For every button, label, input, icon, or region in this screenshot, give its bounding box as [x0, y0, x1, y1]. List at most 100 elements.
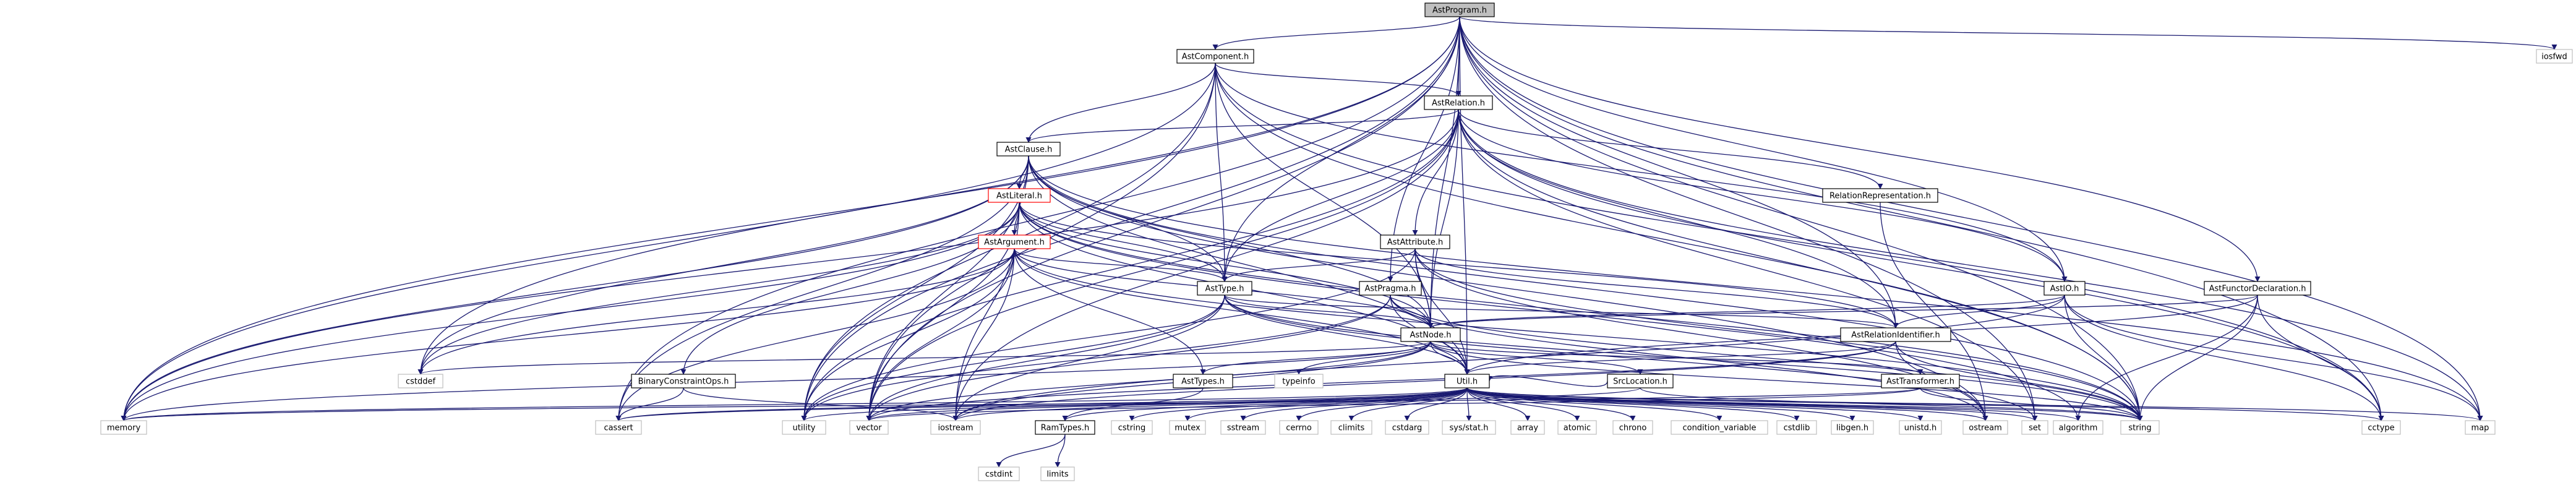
- node-label: string: [2128, 424, 2151, 433]
- node-component[interactable]: AstComponent.h: [1176, 49, 1254, 64]
- node-box: [1173, 374, 1233, 388]
- node-box: [1385, 420, 1429, 435]
- edge-transformer-to-vector: [866, 387, 1921, 421]
- node-box: [1612, 420, 1653, 435]
- node-cstdlib: cstdlib: [1776, 420, 1817, 435]
- node-ostream: ostream: [1962, 420, 2008, 435]
- edge-literal-to-cstddef: [417, 202, 1020, 375]
- edge-node-to-cstddef: [417, 341, 1431, 375]
- edge-attribute-to-utility: [801, 248, 1416, 421]
- node-typeinfo: typeinfo: [1274, 374, 1324, 388]
- node-box: [1962, 420, 2008, 435]
- node-pragma[interactable]: AstPragma.h: [1359, 281, 1422, 296]
- node-box: [1840, 327, 1951, 342]
- edge-io-to-node: [1427, 294, 2065, 328]
- edge-util-to-sysstat: [1466, 387, 1472, 421]
- node-box: [1035, 420, 1095, 435]
- edge-argument-to-type: [1014, 248, 1228, 282]
- node-label: typeinfo: [1282, 377, 1315, 387]
- node-label: iostream: [938, 424, 973, 433]
- edge-pragma-to-vector: [866, 294, 1391, 421]
- edge-util-to-map: [1466, 387, 2483, 421]
- node-label: cerrno: [1286, 424, 1312, 433]
- node-relrep[interactable]: RelationRepresentation.h: [1822, 188, 1938, 203]
- node-box: [1400, 327, 1461, 342]
- edge-io-to-string: [2064, 294, 2143, 421]
- node-label: mutex: [1175, 424, 1200, 433]
- node-box: [1881, 374, 1960, 388]
- edge-relation-to-string: [1458, 109, 2143, 421]
- node-box: [978, 466, 1020, 481]
- node-label: Util.h: [1457, 377, 1478, 387]
- node-label: cctype: [2368, 424, 2394, 433]
- node-argument[interactable]: AstArgument.h: [978, 234, 1051, 249]
- node-node[interactable]: AstNode.h: [1400, 327, 1461, 342]
- node-clause[interactable]: AstClause.h: [996, 142, 1061, 157]
- edge-functor-to-cctype: [2257, 294, 2384, 421]
- edge-clause-to-map: [1028, 155, 2483, 421]
- node-label: set: [2029, 424, 2041, 433]
- node-sstream: sstream: [1220, 420, 1266, 435]
- edge-ramtypes-to-limits: [1055, 434, 1066, 468]
- node-functor[interactable]: AstFunctorDeclaration.h: [2204, 281, 2311, 296]
- node-label: AstRelation.h: [1432, 99, 1485, 108]
- edge-util-to-vector: [866, 387, 1468, 421]
- edge-attribute-to-util: [1414, 248, 1470, 375]
- edge-util-to-chrono: [1466, 387, 1636, 421]
- node-srcloc[interactable]: SrcLocation.h: [1607, 374, 1674, 388]
- node-box: [1831, 420, 1874, 435]
- node-bco[interactable]: BinaryConstraintOps.h: [631, 374, 736, 388]
- node-relation[interactable]: AstRelation.h: [1424, 95, 1493, 110]
- node-literal[interactable]: AstLiteral.h: [988, 188, 1051, 203]
- edge-io-to-cctype: [2064, 294, 2384, 421]
- node-root[interactable]: AstProgram.h: [1424, 2, 1495, 17]
- edge-root-to-iosfwd: [1459, 16, 2557, 50]
- edge-util-to-iostream: [952, 387, 1468, 421]
- edge-util-to-string: [1466, 387, 2143, 421]
- node-cstddef: cstddef: [398, 374, 443, 388]
- node-types[interactable]: AstTypes.h: [1173, 374, 1233, 388]
- node-atomic: atomic: [1557, 420, 1597, 435]
- node-box: [1442, 420, 1496, 435]
- node-box: [1176, 49, 1254, 64]
- node-label: AstTypes.h: [1181, 377, 1225, 387]
- node-box: [2120, 420, 2160, 435]
- node-label: RelationRepresentation.h: [1829, 192, 1931, 201]
- edge-relation-to-iostream: [952, 109, 1459, 421]
- node-label: RamTypes.h: [1041, 424, 1089, 433]
- edge-literal-to-bco: [680, 202, 1020, 375]
- edge-util-to-cstdlib: [1466, 387, 1800, 421]
- node-label: memory: [107, 424, 141, 433]
- node-ramtypes[interactable]: RamTypes.h: [1035, 420, 1095, 435]
- node-box: [1607, 374, 1674, 388]
- node-cstdint: cstdint: [978, 466, 1020, 481]
- edge-clause-to-cstddef: [417, 155, 1029, 375]
- node-attribute[interactable]: AstAttribute.h: [1380, 234, 1450, 249]
- edge-root-to-cctype: [1459, 16, 2384, 421]
- edge-root-to-cassert: [615, 16, 1460, 421]
- node-label: unistd.h: [1904, 424, 1937, 433]
- edge-root-to-util: [1459, 16, 1470, 375]
- node-label: cassert: [604, 424, 633, 433]
- node-relid[interactable]: AstRelationIdentifier.h: [1840, 327, 1951, 342]
- node-type[interactable]: AstType.h: [1197, 281, 1252, 296]
- node-vector: vector: [849, 420, 889, 435]
- edge-util-to-unistd: [1466, 387, 1923, 421]
- edge-clause-to-cassert: [615, 155, 1029, 421]
- edge-attribute-to-string: [1414, 248, 2143, 421]
- edge-util-to-cassert: [615, 387, 1468, 421]
- node-cassert: cassert: [595, 420, 642, 435]
- edge-component-to-clause: [1025, 62, 1216, 143]
- node-label: BinaryConstraintOps.h: [638, 377, 729, 387]
- node-transformer[interactable]: AstTransformer.h: [1881, 374, 1960, 388]
- node-label: cstdint: [985, 470, 1012, 479]
- node-util[interactable]: Util.h: [1444, 374, 1490, 388]
- edge-root-to-component: [1212, 16, 1460, 50]
- node-box: [996, 142, 1061, 157]
- node-io[interactable]: AstIO.h: [2043, 281, 2086, 296]
- edge-util-to-mutex: [1184, 387, 1468, 421]
- edge-srcloc-to-util: [1486, 375, 1608, 387]
- node-box: [930, 420, 981, 435]
- node-label: sys/stat.h: [1450, 424, 1489, 433]
- node-box: [1359, 281, 1422, 296]
